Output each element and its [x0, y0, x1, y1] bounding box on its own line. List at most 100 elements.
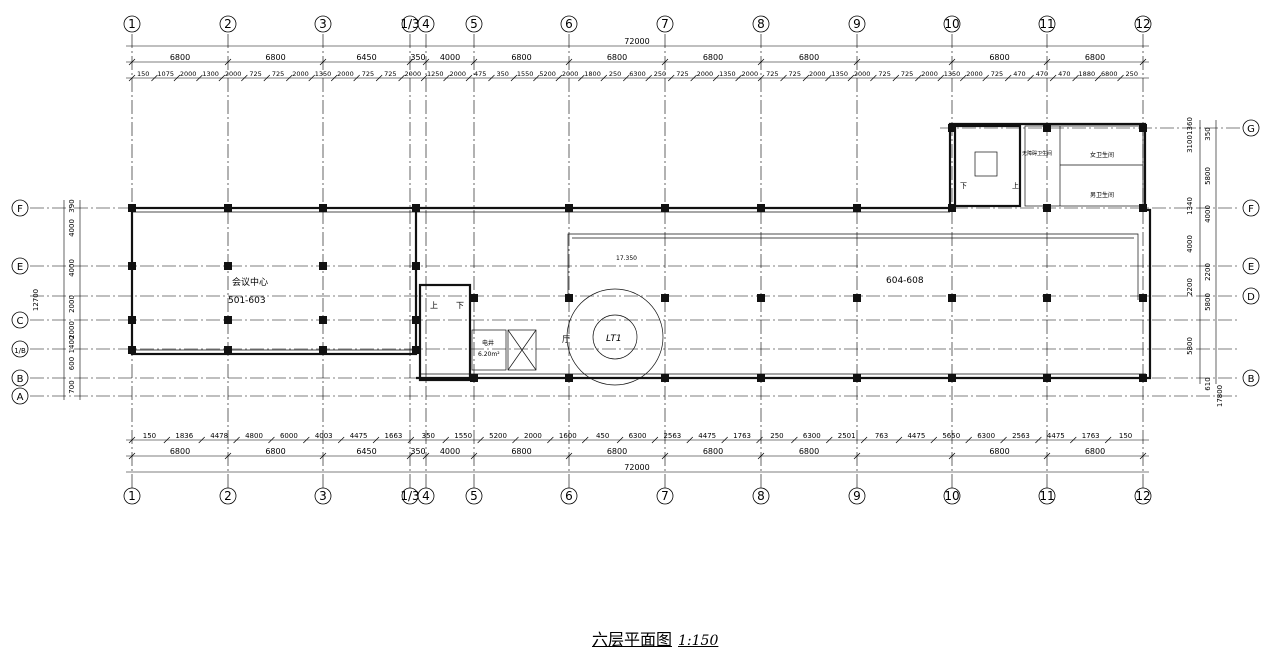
- dimension-tick: [578, 74, 585, 82]
- dimension-tick: [825, 74, 832, 82]
- dimension-text: 2000: [449, 70, 466, 78]
- dimension-text: 6800: [799, 53, 819, 62]
- dimension-text: 4800: [245, 432, 263, 440]
- dimension-text: 1400: [68, 336, 76, 354]
- grid-bubble: [219, 15, 237, 33]
- dimension-text: 1800: [584, 70, 601, 78]
- dimension-tick: [512, 436, 519, 444]
- dimension-tick: [982, 74, 989, 82]
- dimension-text: 6800: [170, 53, 190, 62]
- grid-bubble: [1038, 15, 1056, 33]
- column: [757, 204, 765, 212]
- dimension-tick: [1027, 74, 1034, 82]
- dimension-text: 6300: [977, 432, 995, 440]
- dimension-tick: [712, 74, 720, 82]
- dimension-tick: [319, 452, 327, 460]
- dimension-tick: [422, 58, 430, 66]
- dimension-tick: [286, 74, 293, 82]
- grid-bubble: [752, 15, 770, 33]
- female-restroom-label: 女卫生间: [1090, 151, 1114, 159]
- dimension-text: 4003: [315, 432, 333, 440]
- dimension-tick: [477, 436, 484, 444]
- dimension-tick: [690, 74, 697, 82]
- dimension-text: 2563: [1012, 432, 1030, 440]
- dimension-tick: [948, 58, 956, 66]
- rooms-left-label: 501-603: [228, 296, 266, 306]
- dimension-text: 6000: [280, 432, 298, 440]
- dimension-text: 6800: [1101, 70, 1118, 78]
- grid-bubble: [1242, 257, 1260, 275]
- dimension-text: 4475: [350, 432, 368, 440]
- column: [565, 204, 573, 212]
- column: [412, 262, 420, 270]
- dimension-text: 3100: [1186, 135, 1194, 153]
- dimension-tick: [948, 452, 956, 460]
- dimension-tick: [510, 74, 518, 82]
- grid-bubble: [943, 487, 961, 505]
- dimension-tick: [422, 452, 430, 460]
- elevator-area-label: 6.20m²: [478, 351, 500, 358]
- dimension-text: 470: [1058, 70, 1070, 78]
- dimension-text: 6800: [511, 53, 531, 62]
- grid-bubble: [560, 15, 578, 33]
- column: [661, 204, 669, 212]
- dimension-tick: [330, 74, 338, 82]
- dimension-text: 1763: [733, 432, 751, 440]
- dimension-tick: [407, 436, 415, 444]
- grid-bubble-label: 10: [944, 17, 959, 31]
- grid-bubble-label: 9: [853, 17, 861, 31]
- dimension-text: 6800: [265, 53, 285, 62]
- dimension-tick: [661, 452, 669, 460]
- dimension-text: 2000: [405, 70, 422, 78]
- title-text: 六层平面图: [592, 630, 673, 649]
- grid-bubble: [1242, 199, 1260, 217]
- stair-down-label: 下: [456, 301, 464, 310]
- dimension-text: 12700: [32, 289, 40, 311]
- column: [470, 294, 478, 302]
- dimension-tick: [1104, 436, 1112, 444]
- structural-columns: [128, 124, 1147, 382]
- dimension-text: 2000: [809, 70, 826, 78]
- dimension-text: 250: [654, 70, 666, 78]
- dimension-tick: [756, 436, 763, 444]
- dimension-tick: [375, 74, 383, 82]
- dimension-tick: [533, 74, 540, 82]
- dimension-tick: [198, 436, 205, 444]
- dimension-tick: [1117, 74, 1124, 82]
- dimension-tick: [443, 74, 450, 82]
- dimension-tick: [870, 74, 877, 82]
- grid-bubble-label: 4: [422, 17, 430, 31]
- dimension-tick: [151, 74, 158, 82]
- dimension-text: 2000: [854, 70, 871, 78]
- dimension-text: 5800: [1204, 167, 1212, 185]
- grid-bubble-label: 5: [470, 17, 478, 31]
- dimension-text: 1350: [944, 70, 961, 78]
- column: [319, 262, 327, 270]
- dimension-text: 2200: [1204, 263, 1212, 281]
- grid-bubble-label: 11: [1039, 17, 1054, 31]
- dimension-text: 725: [901, 70, 913, 78]
- grid-bubble-label: 12: [1135, 489, 1150, 503]
- dimension-tick: [757, 452, 765, 460]
- column: [319, 316, 327, 324]
- dimension-tick: [757, 74, 765, 82]
- column: [319, 346, 327, 354]
- dimension-text: 6300: [803, 432, 821, 440]
- dimension-tick: [853, 452, 861, 460]
- dimension-text: 763: [875, 432, 888, 440]
- dimension-text: 470: [1013, 70, 1025, 78]
- dimension-text: 5200: [489, 432, 507, 440]
- grid-bubble: [752, 487, 770, 505]
- dimension-text: 4000: [1186, 235, 1194, 253]
- grid-bubble-label: 8: [757, 17, 765, 31]
- grid-bubble-label: 3: [319, 489, 327, 503]
- dimension-text: 450: [596, 432, 609, 440]
- dimension-text: 6300: [629, 432, 647, 440]
- dimension-tick: [780, 74, 787, 82]
- dimension-tick: [581, 436, 589, 444]
- grid-bubble: [465, 15, 483, 33]
- grid-bubble: [123, 15, 141, 33]
- grid-bubble: [314, 487, 332, 505]
- dimension-tick: [224, 452, 232, 460]
